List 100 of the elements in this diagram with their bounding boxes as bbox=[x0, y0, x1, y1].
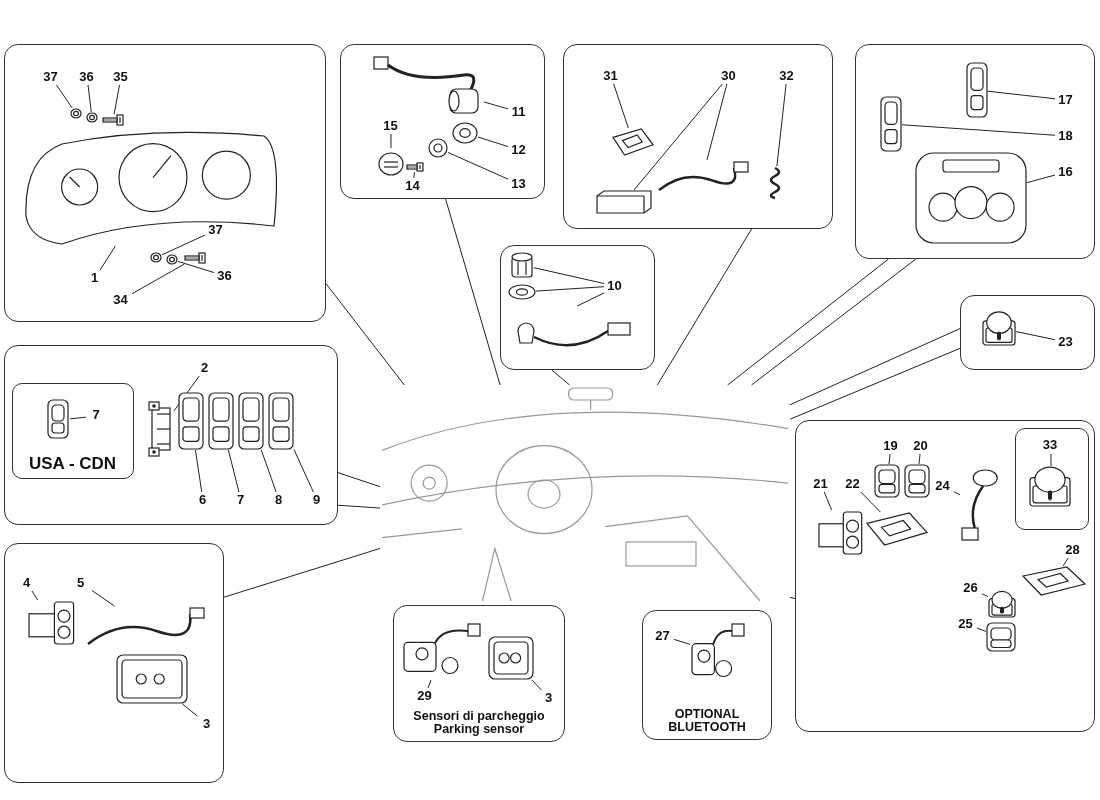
leader-line bbox=[656, 228, 753, 386]
callout-number: 30 bbox=[717, 67, 740, 84]
leader-line bbox=[976, 627, 987, 632]
sensor-plate-drawing bbox=[115, 653, 188, 704]
callout-number: 26 bbox=[959, 579, 982, 596]
leader-line bbox=[981, 593, 989, 598]
leader-line bbox=[337, 504, 381, 509]
leader-line bbox=[776, 83, 787, 167]
mounting-plate-drawing bbox=[1021, 565, 1086, 596]
washer-drawing bbox=[451, 121, 478, 144]
leader-line bbox=[613, 83, 629, 129]
callout-number: 2 bbox=[193, 359, 216, 376]
callout-number: 4 bbox=[15, 574, 38, 591]
callout-number: 35 bbox=[109, 68, 132, 85]
leader-line bbox=[953, 491, 961, 496]
sensor-plate-drawing bbox=[487, 635, 534, 680]
detail-panel bbox=[4, 44, 326, 322]
leader-line bbox=[551, 369, 571, 386]
switch-drawing bbox=[903, 463, 930, 498]
switch-drawing bbox=[965, 61, 988, 118]
callout-number: 7 bbox=[229, 491, 252, 508]
leader-line bbox=[987, 90, 1056, 100]
callout-number: 32 bbox=[775, 67, 798, 84]
leader-line bbox=[390, 133, 392, 149]
switch-drawing bbox=[873, 463, 900, 498]
leader-line bbox=[293, 449, 314, 493]
leader-line bbox=[31, 590, 39, 601]
leader-line bbox=[337, 472, 381, 488]
cap-drawing bbox=[509, 251, 534, 278]
leader-line bbox=[223, 547, 381, 598]
leader-line bbox=[194, 449, 203, 493]
inset-panel bbox=[1014, 427, 1089, 530]
callout-number: 12 bbox=[507, 141, 530, 158]
callout-number: 37 bbox=[204, 221, 227, 238]
callout-number: 5 bbox=[69, 574, 92, 591]
washer-drawing bbox=[507, 283, 536, 300]
leader-line bbox=[576, 292, 605, 307]
screw-drawing bbox=[183, 251, 206, 264]
leader-line bbox=[87, 84, 92, 113]
detail-panel bbox=[563, 44, 833, 229]
switch-drawing bbox=[47, 399, 69, 439]
callout-number: 28 bbox=[1061, 541, 1084, 558]
callout-number: 17 bbox=[1054, 91, 1077, 108]
callout-number: 36 bbox=[213, 267, 236, 284]
switch-drawing bbox=[177, 391, 204, 450]
callout-number: 15 bbox=[379, 117, 402, 134]
detail-panel bbox=[855, 44, 1095, 259]
callout-number: 34 bbox=[109, 291, 132, 308]
callout-number: 25 bbox=[954, 615, 977, 632]
detail-panel bbox=[4, 543, 224, 783]
callout-number: 8 bbox=[267, 491, 290, 508]
callout-number: 11 bbox=[507, 103, 530, 120]
leader-line bbox=[447, 151, 509, 180]
callout-number: 22 bbox=[841, 475, 864, 492]
leader-line bbox=[99, 245, 116, 271]
leader-line bbox=[531, 679, 542, 691]
callout-number: 18 bbox=[1054, 127, 1077, 144]
leader-line bbox=[477, 136, 509, 148]
leader-line bbox=[823, 491, 833, 511]
dashboard-drawing bbox=[380, 385, 790, 603]
leader-line bbox=[1026, 174, 1056, 184]
climate-control-panel-drawing bbox=[914, 151, 1027, 244]
leader-line bbox=[131, 263, 185, 295]
callout-number: 19 bbox=[879, 437, 902, 454]
leader-line bbox=[69, 416, 87, 420]
callout-number: 33 bbox=[1039, 437, 1061, 453]
callout-number: 6 bbox=[191, 491, 214, 508]
control-module-drawing bbox=[817, 509, 864, 556]
push-button-drawing bbox=[987, 589, 1016, 618]
detail-panel bbox=[795, 420, 1095, 732]
leader-line bbox=[260, 449, 277, 493]
leader-line bbox=[633, 83, 723, 191]
inset-panel bbox=[11, 382, 134, 479]
callout-number: 14 bbox=[401, 177, 424, 194]
detail-panel bbox=[500, 245, 655, 370]
mounting-plate-drawing bbox=[865, 511, 928, 546]
callout-number: 16 bbox=[1054, 163, 1077, 180]
leader-line bbox=[91, 590, 115, 607]
module-box-drawing bbox=[595, 189, 652, 214]
leader-line bbox=[727, 258, 889, 386]
switch-drawing bbox=[985, 621, 1016, 652]
leader-line bbox=[445, 198, 501, 386]
panel-caption: USA - CDN bbox=[27, 454, 118, 474]
leader-line bbox=[182, 703, 198, 717]
leader-line bbox=[483, 101, 509, 110]
panel-caption: Sensori di parcheggio bbox=[412, 709, 546, 724]
leader-line bbox=[227, 449, 240, 493]
leader-line bbox=[706, 83, 728, 161]
leader-line bbox=[113, 84, 120, 115]
callout-number: 9 bbox=[305, 491, 328, 508]
leader-line bbox=[789, 328, 961, 406]
mounting-plate-drawing bbox=[611, 127, 654, 156]
push-button-drawing bbox=[981, 309, 1016, 346]
callout-number: 13 bbox=[507, 175, 530, 192]
leader-line bbox=[789, 596, 796, 599]
leader-line bbox=[161, 234, 206, 256]
callout-number: 21 bbox=[809, 475, 832, 492]
callout-number: 24 bbox=[931, 477, 954, 494]
push-button-drawing bbox=[1029, 465, 1071, 507]
bracket-drawing bbox=[147, 399, 174, 458]
